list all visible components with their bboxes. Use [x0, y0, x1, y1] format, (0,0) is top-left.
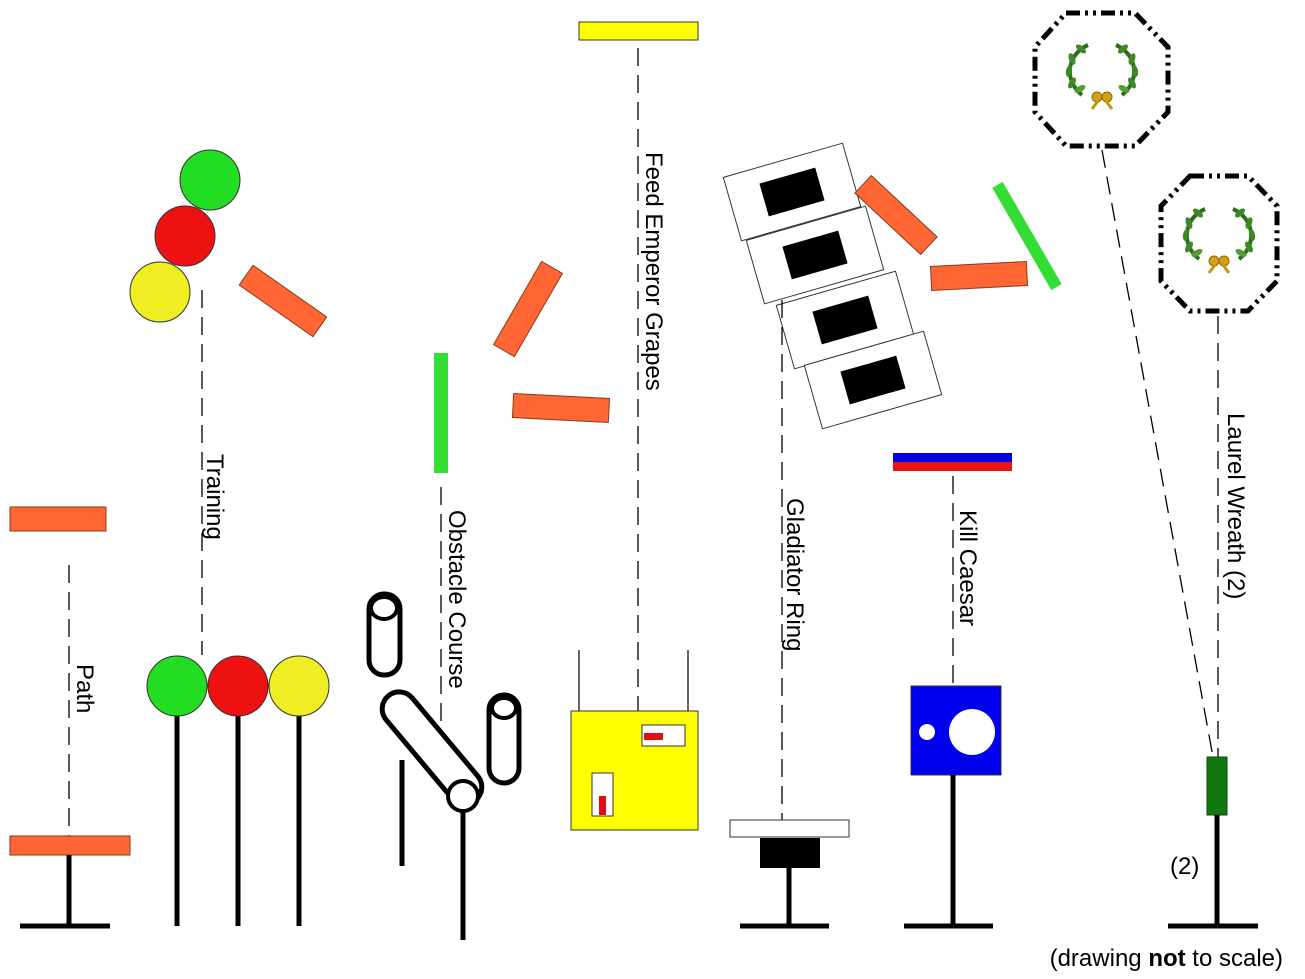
training-ball-green-top — [180, 150, 240, 210]
obstacle-block-lower — [512, 394, 609, 423]
training-ball-red — [208, 656, 268, 716]
obstacle-green-bar — [434, 353, 448, 473]
training-ball-yellow — [269, 656, 329, 716]
grapes-top-bar — [579, 22, 698, 40]
wreath-post-top — [1207, 757, 1227, 815]
training-station: Training — [130, 150, 329, 926]
caesar-block-lower — [930, 262, 1027, 291]
training-ball-red-top — [155, 206, 215, 266]
grapes-station: Feed Emperor Grapes — [571, 22, 698, 830]
path-top-block — [10, 507, 106, 531]
training-ball-green — [147, 656, 207, 716]
wreath-octagon-1 — [1035, 13, 1168, 146]
training-ball-yellow-top — [130, 262, 190, 322]
wreath-station: Laurel Wreath (2) (2) — [1035, 13, 1277, 926]
training-label: Training — [201, 454, 228, 540]
wreath-label: Laurel Wreath (2) — [1222, 413, 1249, 599]
training-block — [239, 265, 326, 336]
caesar-stripe-red — [893, 462, 1012, 471]
gladiator-platform — [730, 820, 849, 837]
path-station: Path — [10, 507, 130, 926]
scale-footnote: (drawing not to scale) — [1050, 945, 1283, 972]
wreath-count-label: (2) — [1170, 853, 1199, 880]
caesar-hole-large — [949, 709, 995, 755]
path-bottom-block — [10, 836, 130, 855]
caesar-hole-small — [919, 724, 935, 740]
obstacle-station: Obstacle Course — [369, 261, 610, 940]
caesar-stripe-blue — [893, 453, 1012, 462]
gladiator-block — [760, 838, 820, 868]
grapes-label: Feed Emperor Grapes — [640, 152, 667, 391]
path-label: Path — [71, 664, 98, 713]
caesar-label: Kill Caesar — [954, 510, 981, 626]
gladiator-label: Gladiator Ring — [781, 498, 808, 651]
obstacle-block-upper — [494, 261, 563, 356]
obstacle-label: Obstacle Course — [443, 510, 470, 689]
gladiator-station: Gladiator Ring — [723, 143, 941, 926]
wreath-octagon-2 — [1161, 176, 1277, 311]
